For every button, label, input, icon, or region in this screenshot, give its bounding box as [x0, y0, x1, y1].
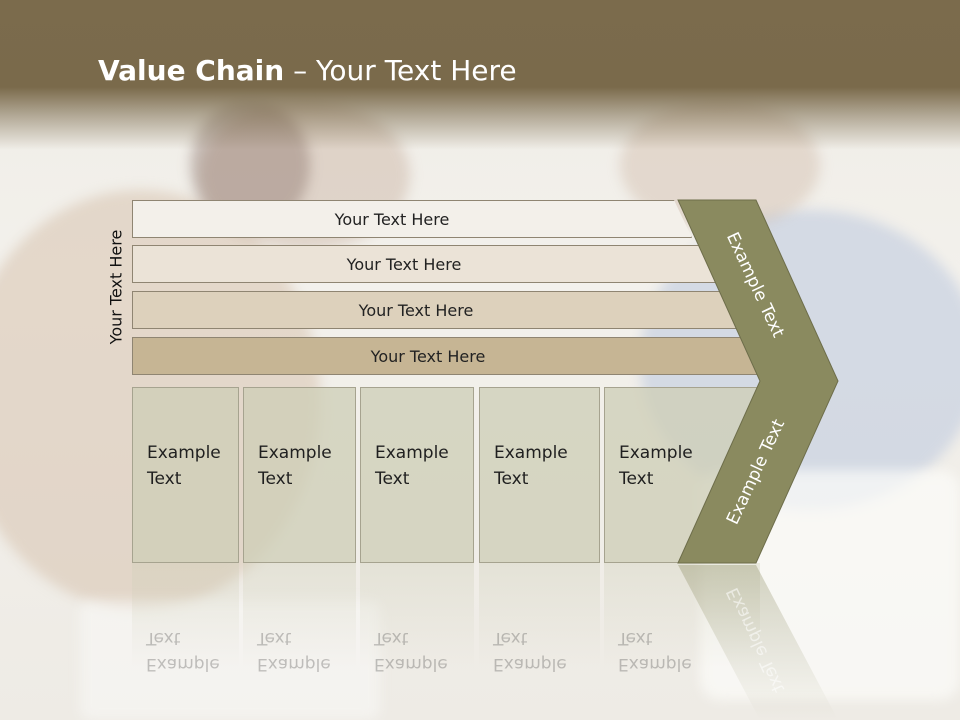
- column-1-line2: Text: [147, 469, 182, 489]
- title-bold: Value Chain: [98, 54, 285, 87]
- column-1: Example Text: [132, 387, 239, 563]
- column-5-line2: Text: [619, 469, 654, 489]
- column-3-line1: Example: [375, 443, 449, 463]
- title-rest: – Your Text Here: [284, 54, 517, 87]
- vertical-label: Your Text Here: [106, 229, 126, 345]
- title-band: [0, 0, 960, 150]
- column-2-line1: Example: [258, 443, 332, 463]
- row-3-label: Your Text Here: [358, 300, 474, 320]
- column-4: Example Text: [479, 387, 600, 563]
- row-4: Your Text Here: [132, 337, 764, 375]
- row-3: Your Text Here: [132, 291, 740, 329]
- background-papers: [80, 600, 380, 720]
- row-1-label: Your Text Here: [334, 209, 450, 229]
- row-4-label: Your Text Here: [370, 346, 486, 366]
- column-4-line1: Example: [494, 443, 568, 463]
- column-1-line1: Example: [147, 443, 221, 463]
- row-2-label: Your Text Here: [346, 254, 462, 274]
- column-2: Example Text: [243, 387, 356, 563]
- column-2-line2: Text: [258, 469, 293, 489]
- column-3-line2: Text: [375, 469, 410, 489]
- row-2: Your Text Here: [132, 245, 716, 283]
- slide-title: Value Chain – Your Text Here: [98, 54, 517, 87]
- row-1: Your Text Here: [132, 200, 692, 238]
- column-4-line2: Text: [494, 469, 529, 489]
- column-3: Example Text: [360, 387, 474, 563]
- column-5-line1: Example: [619, 443, 693, 463]
